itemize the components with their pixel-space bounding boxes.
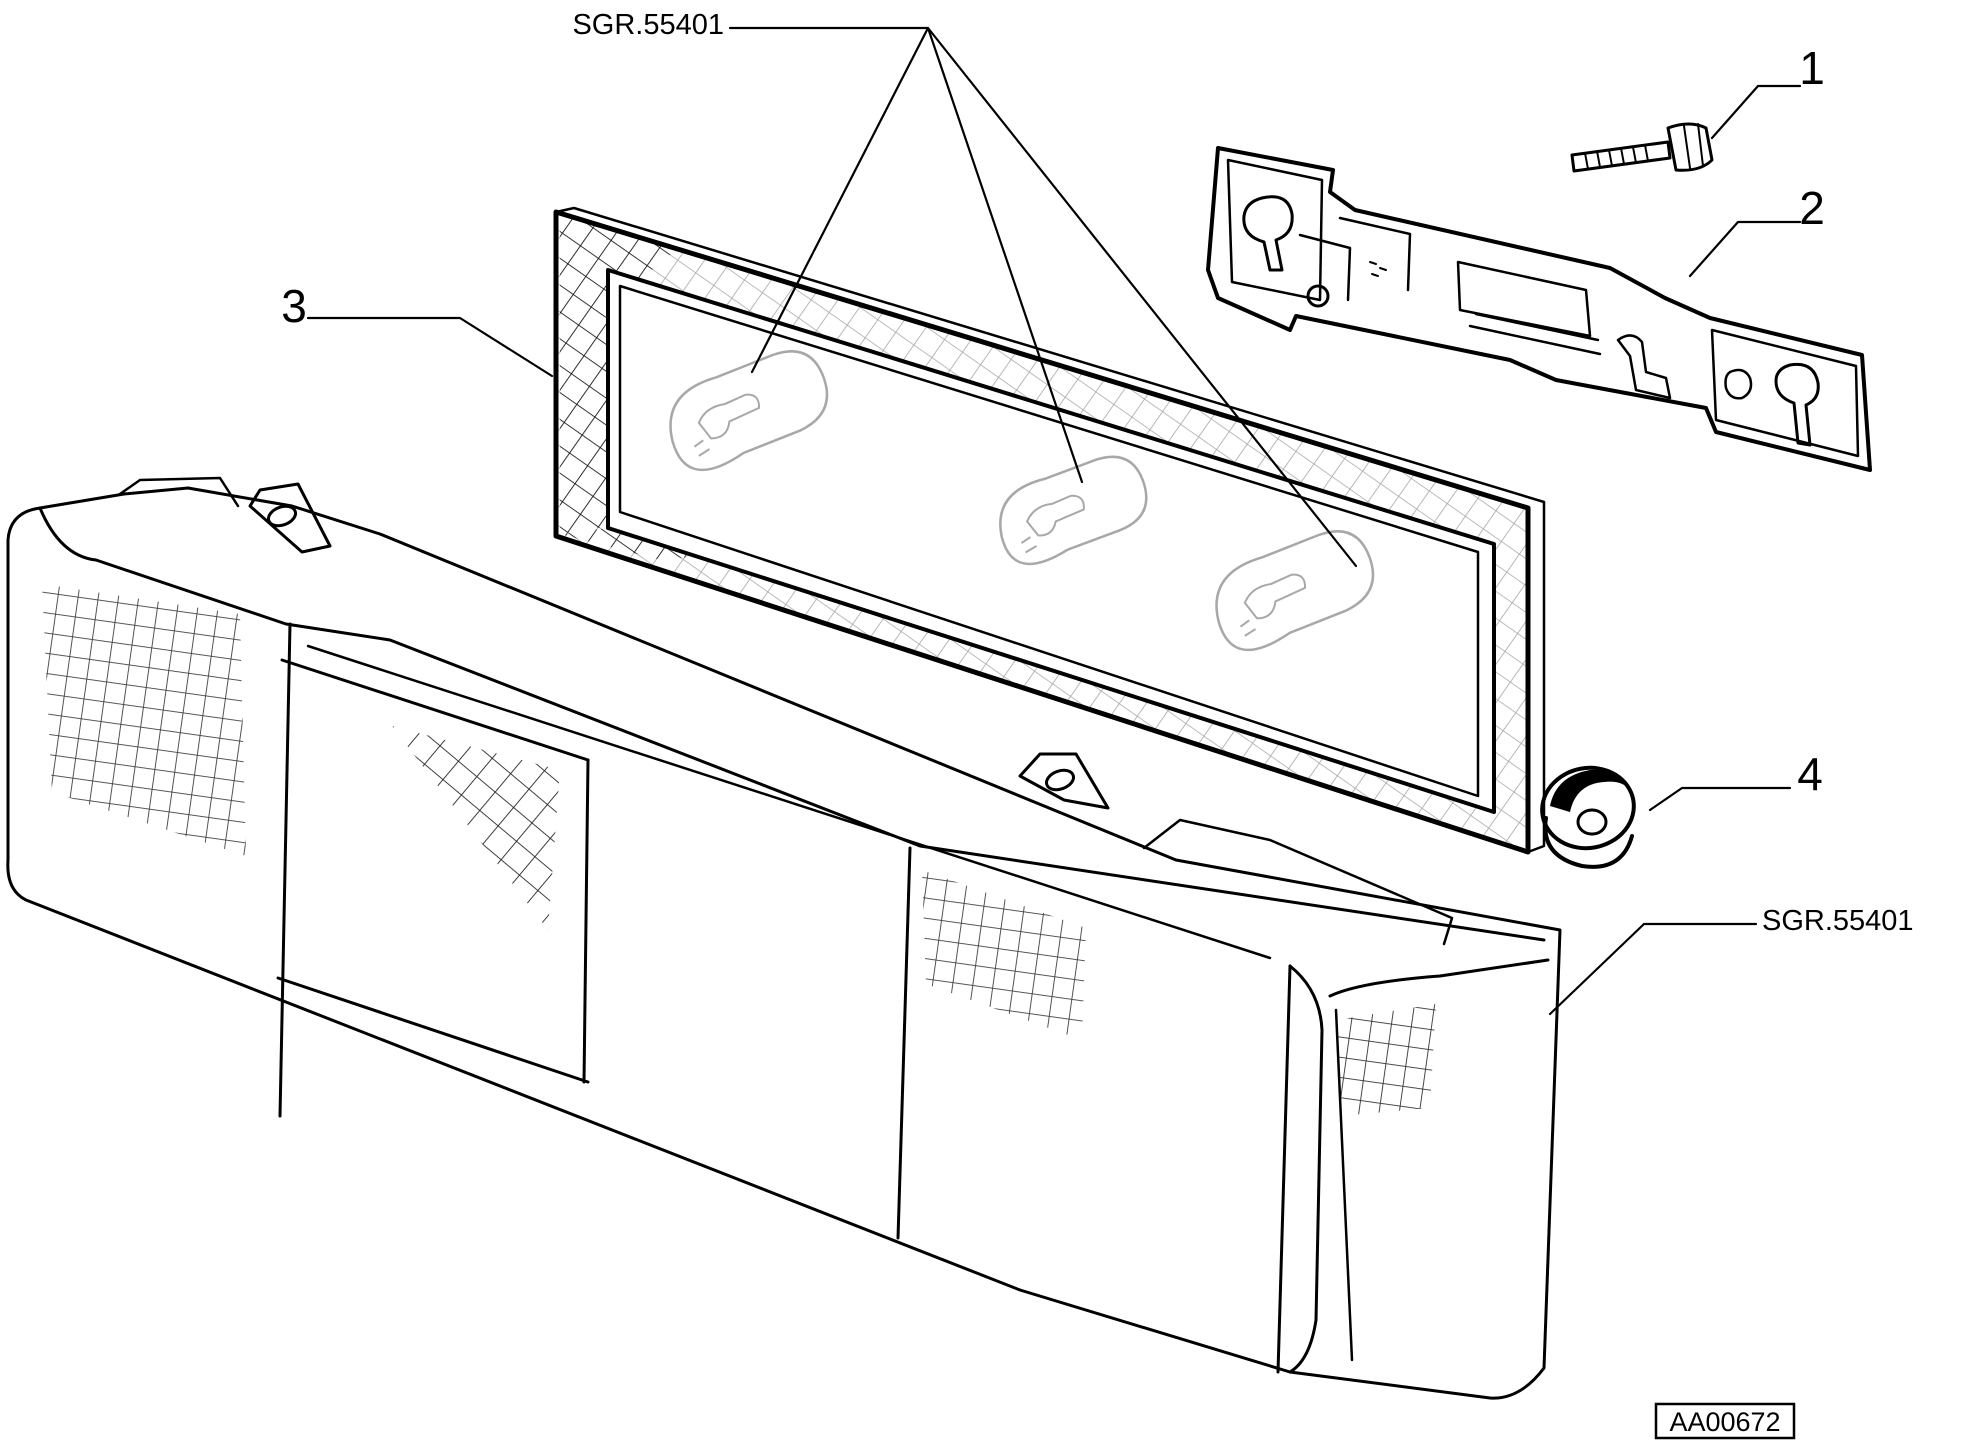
part-number-2: 2 (1799, 182, 1825, 234)
bulb-icon (669, 350, 829, 472)
bulb-icon (999, 455, 1148, 566)
assembly-reference-label: SGR.55401 (1762, 905, 1914, 937)
assembly-reference-label: SGR.55401 (572, 9, 724, 41)
figure-code: AA00672 (1669, 1407, 1780, 1437)
part-number-3: 3 (281, 280, 307, 332)
screw-part-1 (1570, 122, 1714, 173)
figure-code-box: AA00672 (1654, 1402, 1796, 1440)
part-number-4: 4 (1797, 748, 1823, 800)
part-number-1: 1 (1799, 42, 1825, 94)
lens-frame-part-3 (553, 206, 1546, 855)
bulb-holder-part-2 (1206, 146, 1872, 472)
leader-lines (306, 26, 1802, 1016)
grommet-part-4 (1540, 765, 1636, 869)
bulb-icon (1215, 530, 1375, 652)
tail-lamp-housing (6, 476, 1562, 1400)
